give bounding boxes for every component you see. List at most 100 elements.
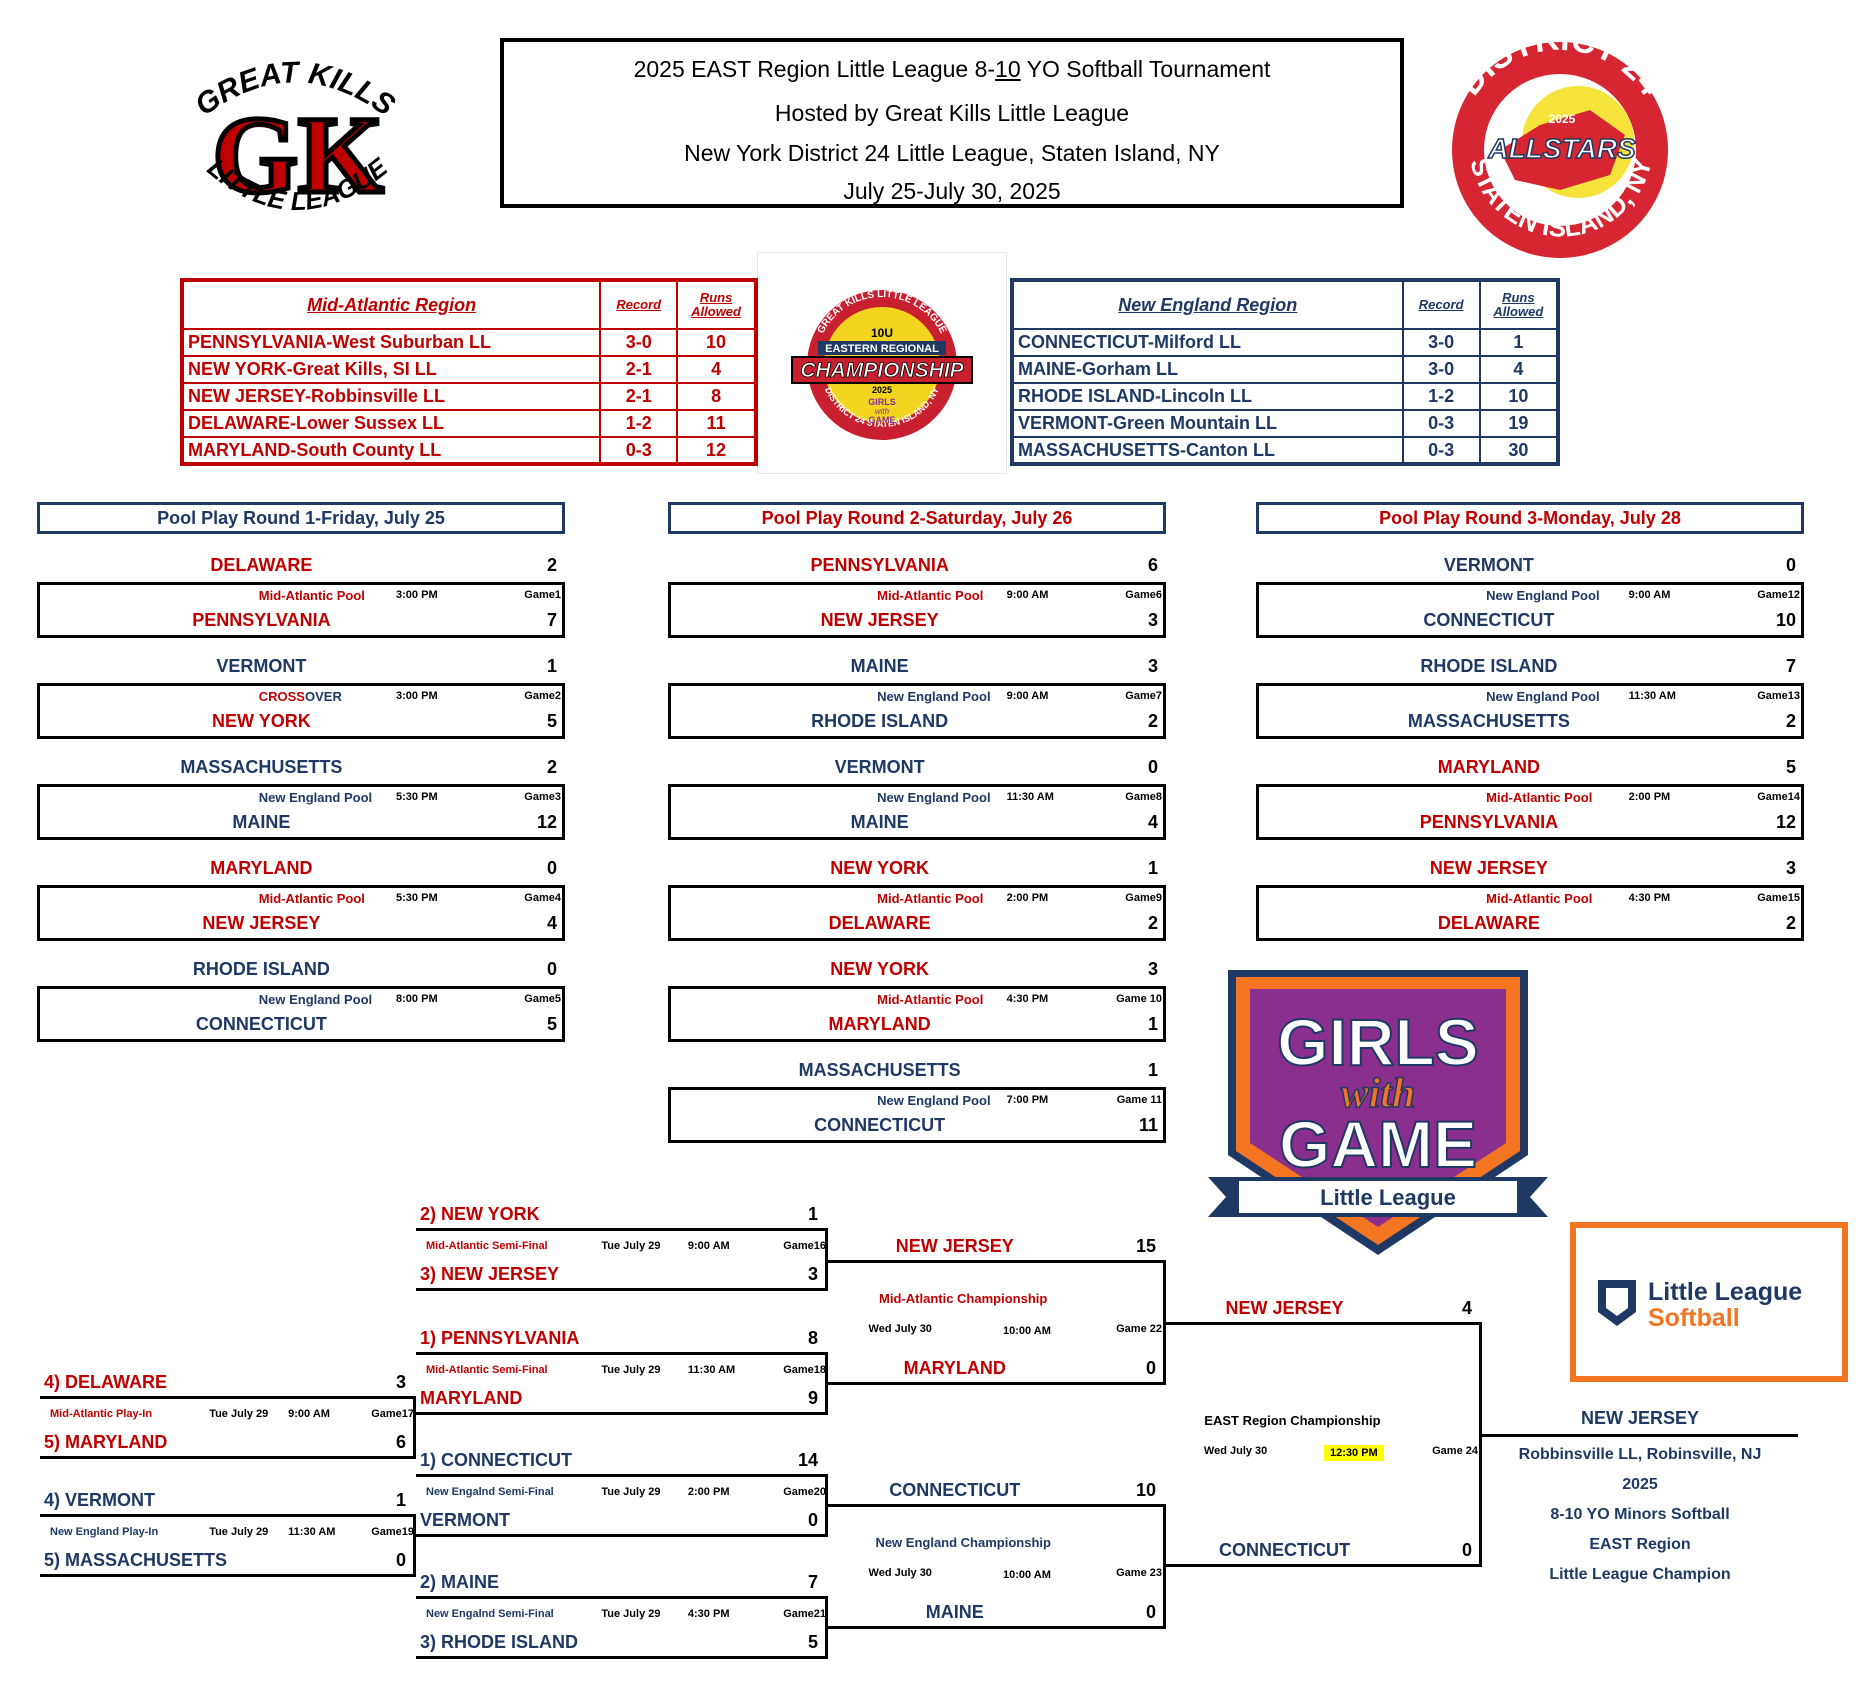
bracket-score: 0 — [1461, 1540, 1472, 1560]
game-number: Game 11 — [1116, 1094, 1162, 1106]
bracket-team: CONNECTICUT — [1219, 1540, 1350, 1560]
team-score: 3 — [1147, 959, 1158, 979]
champion-team: NEW JERSEY — [1580, 1408, 1700, 1428]
bracket-score: 0 — [807, 1510, 818, 1530]
pool-label: Mid-Atlantic Pool — [1486, 790, 1593, 805]
bracket-date: Tue July 29 — [209, 1526, 269, 1538]
bracket-time: 12:30 PM — [1324, 1445, 1384, 1461]
game-time: 4:30 PM — [1006, 993, 1049, 1005]
team-name: DELAWARE — [828, 913, 931, 933]
team-score: 2 — [1785, 711, 1796, 731]
new-england-title: New England Region — [1011, 279, 1404, 330]
svg-text:EASTERN REGIONAL: EASTERN REGIONAL — [825, 343, 939, 355]
bracket-label: Mid-Atlantic Play-In — [50, 1408, 153, 1420]
bracket-game: Game21 — [783, 1608, 826, 1620]
pool-label: New England Pool — [258, 790, 373, 805]
team-score: 1 — [1147, 1014, 1158, 1034]
game-box — [1256, 582, 1804, 638]
bracket-date: Wed July 30 — [868, 1323, 932, 1335]
bracket-line — [416, 1534, 828, 1537]
svg-text:GIRLS: GIRLS — [1277, 1005, 1479, 1079]
bracket-score: 0 — [1145, 1602, 1156, 1622]
bracket-line — [1482, 1434, 1798, 1437]
pool-label: Mid-Atlantic Pool — [258, 588, 365, 603]
game-box — [668, 784, 1166, 840]
team-score: 6 — [1147, 555, 1158, 575]
team-name: NEW YORK — [830, 959, 929, 979]
game-number: Game14 — [1757, 791, 1800, 803]
team-score: 0 — [546, 858, 557, 878]
team-score: 11 — [1138, 1115, 1158, 1135]
team-name: MAINE — [850, 656, 909, 676]
bracket-date: Wed July 30 — [1203, 1445, 1268, 1457]
header-dates: July 25-July 30, 2025 — [843, 178, 1061, 204]
bracket-game: Game 23 — [1116, 1567, 1162, 1579]
team-score: 7 — [1785, 656, 1796, 676]
bracket-team: CONNECTICUT — [889, 1480, 1021, 1500]
bracket-game: Game20 — [783, 1486, 826, 1498]
pool-label: Mid-Atlantic Pool — [877, 891, 984, 906]
great-kills-logo: GREAT KILLS GK LITTLE LEAGUE — [180, 50, 410, 240]
game-time: 7:00 PM — [1006, 1094, 1049, 1106]
bracket-team: 4) DELAWARE — [44, 1372, 168, 1392]
runs-allowed-header: Runs Allowed — [676, 279, 757, 330]
bracket-team: 4) VERMONT — [44, 1490, 156, 1510]
game-number: Game 10 — [1116, 993, 1162, 1005]
bracket-team: 5) MASSACHUSETTS — [44, 1550, 228, 1570]
bracket-score: 10 — [1135, 1480, 1156, 1500]
bracket-label: New England Play-In — [50, 1526, 159, 1538]
game-time: 2:00 PM — [1628, 791, 1671, 803]
team-score: 12 — [1775, 812, 1796, 832]
team-name: RHODE ISLAND — [811, 711, 949, 731]
pool-label: New England Pool — [1486, 689, 1600, 704]
game-box — [668, 582, 1166, 638]
girls-with-game-logo: GIRLS with GAME Little League — [1208, 965, 1548, 1263]
bracket-score: 7 — [807, 1572, 818, 1592]
pool-label: CROSSOVER — [259, 689, 342, 704]
game-time: 9:00 AM — [1006, 589, 1049, 601]
bracket-time: 2:00 PM — [687, 1486, 730, 1498]
record-header: Record — [1401, 279, 1481, 330]
new-england-standings: New England Region Record Runs Allowed C… — [1010, 278, 1560, 466]
svg-text:ALLSTARS: ALLSTARS — [1487, 133, 1636, 164]
game-number: Game7 — [1125, 690, 1162, 702]
bracket-score: 14 — [797, 1450, 818, 1470]
bracket-line — [40, 1456, 416, 1459]
champion-detail: EAST Region — [1589, 1536, 1691, 1553]
team-score: 12 — [536, 812, 557, 832]
bracket-label: New Engalnd Semi-Final — [426, 1608, 554, 1620]
pool-label-cross: CROSS — [258, 689, 305, 704]
team-score: 0 — [1785, 555, 1796, 575]
team-score: 2 — [546, 757, 557, 777]
champion-detail: 8-10 YO Minors Softball — [1550, 1506, 1730, 1523]
team-name: MASSACHUSETTS — [180, 757, 343, 777]
svg-text:GIRLS: GIRLS — [868, 397, 896, 407]
mid-atlantic-standings: Mid-Atlantic Region Record Runs Allowed … — [180, 278, 758, 466]
team-score: 2 — [1147, 711, 1158, 731]
game-number: Game1 — [524, 589, 561, 601]
svg-text:GK: GK — [212, 94, 383, 216]
team-score: 4 — [546, 913, 557, 933]
team-score: 10 — [1775, 610, 1796, 630]
bracket-team: 1) PENNSYLVANIA — [420, 1328, 580, 1348]
team-score: 5 — [546, 711, 557, 731]
team-name: RHODE ISLAND — [192, 959, 330, 979]
game-time: 5:30 PM — [396, 892, 438, 904]
bracket-time: 9:00 AM — [687, 1240, 730, 1252]
bracket-score: 8 — [807, 1328, 818, 1348]
svg-text:10U: 10U — [871, 326, 893, 340]
bracket-label: Mid-Atlantic Semi-Final — [426, 1240, 548, 1252]
little-league-softball-logo: Little League Softball — [1570, 1222, 1848, 1382]
svg-text:2025: 2025 — [1549, 112, 1576, 126]
team-name: VERMONT — [1443, 555, 1534, 575]
team-name: MARYLAND — [210, 858, 313, 878]
bracket-score: 3 — [807, 1264, 818, 1284]
game-box — [1256, 885, 1804, 941]
header-host: Hosted by Great Kills Little League — [774, 100, 1130, 126]
svg-text:Little League: Little League — [1648, 1278, 1802, 1306]
team-name: DELAWARE — [1437, 913, 1540, 933]
team-name: NEW JERSEY — [1429, 858, 1548, 878]
bracket-game: Game 24 — [1432, 1445, 1478, 1457]
bracket-time: 10:00 AM — [1003, 1325, 1051, 1337]
